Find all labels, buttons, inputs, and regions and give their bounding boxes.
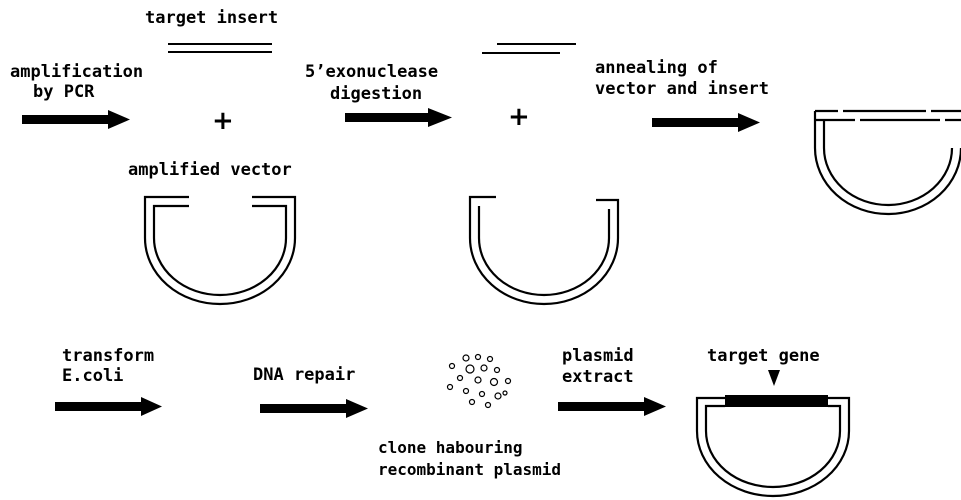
- annealed-construct: [815, 111, 961, 214]
- arrow-amplification: [22, 110, 130, 129]
- digested-vector: [470, 197, 618, 304]
- label-exonuclease: 5’exonuclease: [305, 62, 438, 82]
- label-ecoli: E.coli: [62, 366, 123, 386]
- label-vector-and-insert: vector and insert: [595, 79, 769, 99]
- label-target-gene: target gene: [707, 346, 820, 366]
- label-by-pcr: by PCR: [33, 82, 94, 102]
- arrow-annealing: [652, 113, 760, 132]
- target-insert-dsdna: [168, 44, 272, 52]
- label-transform: transform: [62, 346, 154, 366]
- arrow-plasmid-extract: [558, 397, 666, 416]
- digested-insert: [482, 44, 576, 53]
- colonies-icon: [448, 355, 511, 408]
- label-plasmid: plasmid: [562, 346, 634, 366]
- label-amplification: amplification: [10, 62, 143, 82]
- label-annealing: annealing of: [595, 58, 718, 78]
- arrow-exonuclease: [345, 108, 452, 127]
- plus-sign-2: +: [508, 104, 530, 130]
- target-gene-block: [725, 395, 828, 407]
- label-extract: extract: [562, 367, 634, 387]
- plus-sign-1: +: [212, 108, 234, 134]
- recombinant-plasmid: [697, 398, 849, 496]
- amplified-vector: [145, 197, 295, 304]
- label-dna-repair: DNA repair: [253, 365, 355, 385]
- target-gene-marker-icon: [768, 370, 780, 386]
- label-clone-habouring: clone habouring: [378, 438, 523, 458]
- label-target-insert: target insert: [145, 8, 278, 28]
- label-digestion: digestion: [330, 84, 422, 104]
- arrow-transform: [55, 397, 162, 416]
- arrow-dna-repair: [260, 399, 368, 418]
- label-amplified-vector: amplified vector: [128, 160, 292, 180]
- label-recombinant-plasmid: recombinant plasmid: [378, 460, 561, 480]
